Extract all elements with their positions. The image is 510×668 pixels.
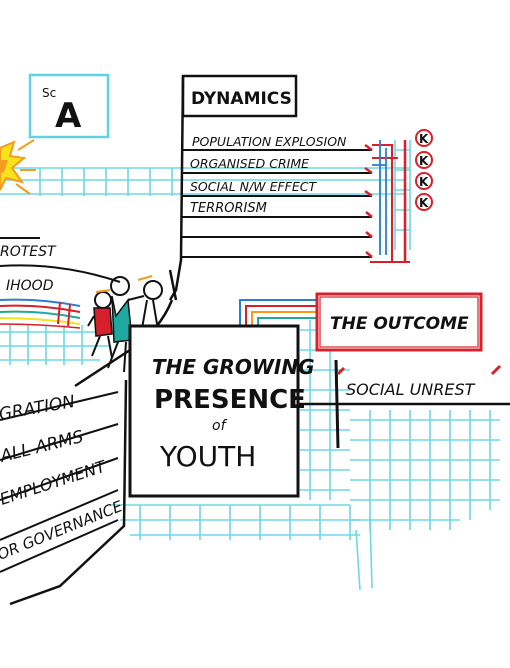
outcome-title: THE OUTCOME (330, 314, 469, 334)
explosion-icon (0, 139, 36, 195)
center-line-1: THE GROWING (152, 355, 314, 379)
k-marker-1: K (415, 129, 433, 147)
protest-label: ROTEST (0, 244, 57, 260)
connector-lines (239, 299, 318, 326)
dynamics-title: DYNAMICS (191, 89, 292, 109)
k-marker-label: K (419, 175, 429, 189)
scenario-superscript: Sc (42, 86, 56, 100)
scenario-letter: A (55, 96, 82, 136)
left-arcs: ROTEST IHOOD (0, 237, 121, 329)
center-line-2: PRESENCE (154, 385, 306, 415)
k-marker-3: K (415, 172, 433, 190)
center-line-4: YOUTH (159, 440, 256, 473)
dynamics-item-4: TERRORISM (190, 201, 267, 216)
dynamics-item-1: POPULATION EXPLOSION (192, 134, 347, 149)
driver-2: ALL ARMS (0, 427, 86, 467)
k-marker-2: K (415, 151, 433, 169)
center-box: THE GROWING PRESENCE of YOUTH (128, 324, 314, 498)
dynamics-item-2: ORGANISED CRIME (190, 156, 309, 171)
outcome-panel: THE OUTCOME SOCIAL UNREST (298, 292, 510, 449)
driver-1: GRATION (0, 392, 77, 425)
driver-4: OR GOVERNANCE (0, 497, 126, 564)
hood-label: IHOOD (6, 278, 54, 294)
k-marker-label: K (419, 196, 429, 210)
k-marker-label: K (419, 132, 429, 146)
k-marker-label: K (419, 154, 429, 168)
dynamics-panel: DYNAMICS POPULATION EXPLOSION ORGANISED … (168, 74, 433, 301)
dynamics-item-3: SOCIAL N/W EFFECT (190, 179, 317, 194)
center-line-3: of (212, 418, 228, 434)
outcome-item: SOCIAL UNREST (346, 380, 476, 399)
scenario-box: Sc A (28, 73, 110, 139)
k-marker-4: K (415, 193, 433, 211)
drivers-list: GRATION ALL ARMS EMPLOYMENT OR GOVERNANC… (0, 379, 128, 606)
grid-bottom (110, 320, 500, 591)
